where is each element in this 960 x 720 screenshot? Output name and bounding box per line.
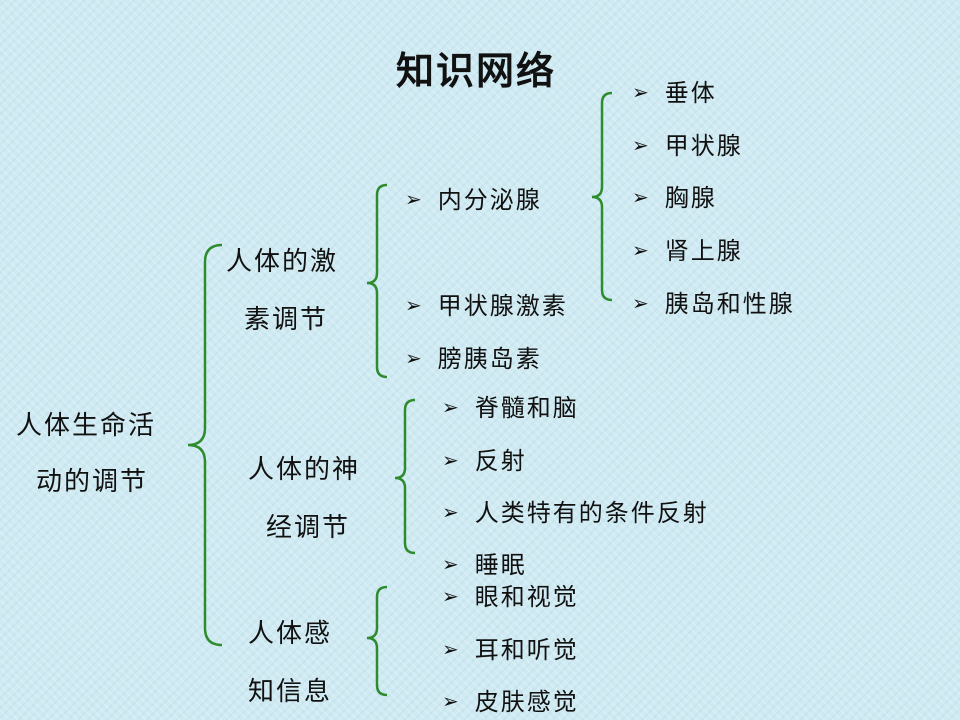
arrow-bullet-icon: ➢ (442, 500, 461, 524)
list-item: ➢垂体 (632, 79, 717, 107)
list-item: ➢眼和视觉 (442, 583, 579, 611)
page-title: 知识网络 (395, 48, 556, 93)
arrow-bullet-icon: ➢ (442, 448, 461, 472)
arrow-bullet-icon: ➢ (405, 346, 424, 370)
list-item: ➢脊髓和脑 (442, 394, 579, 422)
nerve-bracket (394, 398, 416, 555)
branch-sense-line2: 知信息 (248, 677, 333, 707)
list-item: ➢胸腺 (632, 184, 717, 212)
arrow-bullet-icon: ➢ (442, 637, 461, 661)
branch-sense-line1: 人体感 (248, 619, 333, 649)
branch-hormone-line2: 素调节 (244, 305, 329, 335)
arrow-bullet-icon: ➢ (632, 133, 651, 157)
list-item: ➢膀胰岛素 (405, 345, 542, 373)
arrow-bullet-icon: ➢ (632, 291, 651, 315)
root-bracket (187, 243, 223, 647)
arrow-bullet-icon: ➢ (442, 552, 461, 576)
hormone-bracket (366, 183, 388, 379)
list-item: ➢反射 (442, 447, 527, 475)
arrow-bullet-icon: ➢ (632, 80, 651, 104)
arrow-bullet-icon: ➢ (442, 584, 461, 608)
list-item: ➢皮肤感觉 (442, 688, 579, 716)
list-item: ➢内分泌腺 (405, 186, 542, 214)
list-item: ➢甲状腺 (632, 132, 743, 160)
arrow-bullet-icon: ➢ (442, 395, 461, 419)
endocrine-bracket (591, 91, 613, 302)
arrow-bullet-icon: ➢ (405, 187, 424, 211)
branch-nerve-line1: 人体的神 (248, 455, 361, 485)
arrow-bullet-icon: ➢ (442, 689, 461, 713)
list-item: ➢肾上腺 (632, 237, 743, 265)
list-item: ➢甲状腺激素 (405, 292, 568, 320)
root-node-line1: 人体生命活 (16, 411, 157, 441)
list-item: ➢人类特有的条件反射 (442, 499, 709, 527)
arrow-bullet-icon: ➢ (632, 238, 651, 262)
list-item: ➢胰岛和性腺 (632, 290, 795, 318)
branch-nerve-line2: 经调节 (266, 513, 351, 543)
list-item: ➢睡眠 (442, 551, 527, 579)
sense-bracket (366, 585, 388, 697)
arrow-bullet-icon: ➢ (632, 185, 651, 209)
arrow-bullet-icon: ➢ (405, 293, 424, 317)
list-item: ➢耳和听觉 (442, 636, 579, 664)
root-node-line2: 动的调节 (36, 467, 149, 497)
branch-hormone-line1: 人体的激 (226, 247, 339, 277)
